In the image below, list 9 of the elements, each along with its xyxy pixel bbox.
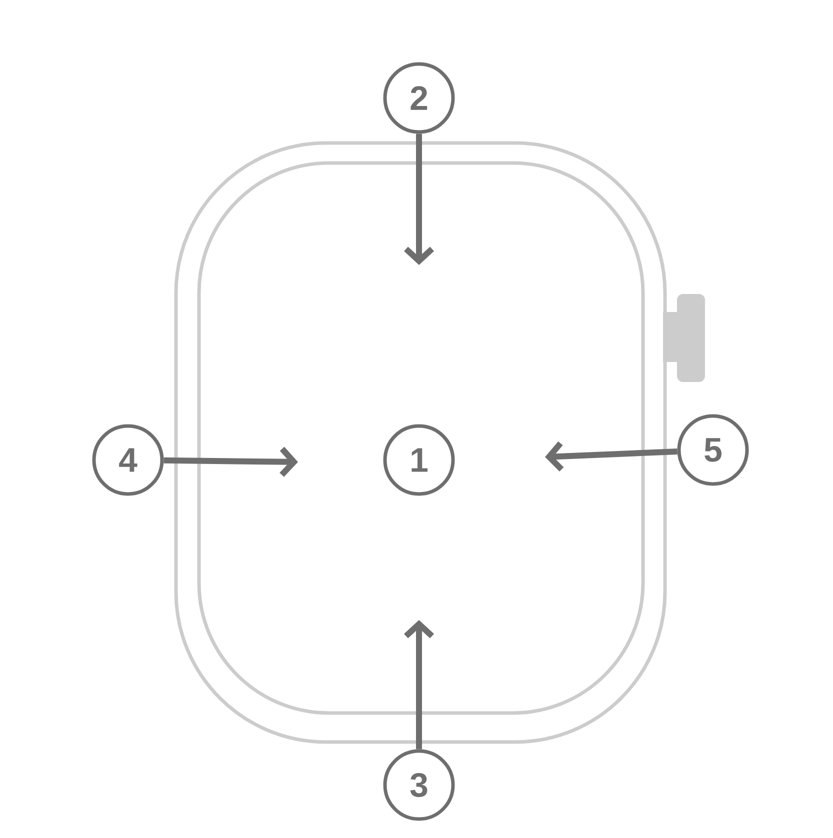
callout-number: 5 [677, 414, 749, 486]
callout-number: 1 [383, 424, 455, 496]
arrow [545, 441, 678, 472]
arrow [404, 620, 434, 750]
arrow [164, 446, 298, 477]
callout-number: 3 [383, 749, 455, 821]
callout-number: 4 [92, 424, 164, 496]
arrow [404, 134, 434, 265]
callout-number: 2 [383, 62, 455, 134]
